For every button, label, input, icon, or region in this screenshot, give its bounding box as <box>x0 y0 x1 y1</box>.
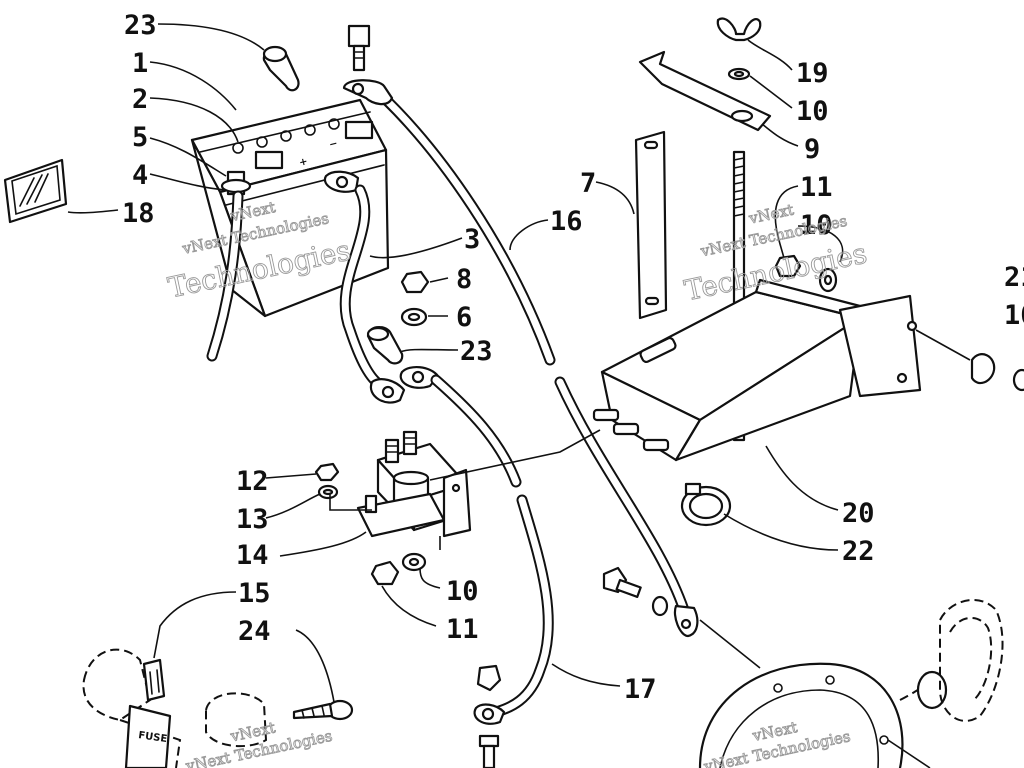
callout-10-top: 10 <box>796 96 829 127</box>
battery-decal-part <box>3 158 68 224</box>
leader-lines <box>67 23 971 768</box>
solenoid-small-nut-part <box>314 462 340 482</box>
terminal-cap-top-part <box>262 45 300 92</box>
callout-11-bottom: 11 <box>446 614 479 645</box>
solenoid-mount-washer-part <box>401 552 427 572</box>
top-washer-part <box>727 67 751 81</box>
starter-bolt-part <box>476 664 502 768</box>
callout-20: 20 <box>842 498 875 529</box>
callout-2: 2 <box>132 84 148 115</box>
battery-tray-part <box>592 278 922 462</box>
callout-17: 17 <box>624 674 657 705</box>
wing-nut-part <box>716 17 762 42</box>
starter-solenoid-part <box>356 430 472 538</box>
callout-21: 21 <box>1004 262 1024 293</box>
fuse-holder-reference: FUSE <box>82 648 268 768</box>
starter-motor-reference <box>698 599 1004 768</box>
hose-clamp-part <box>680 482 732 527</box>
ground-bolt-part <box>602 566 669 617</box>
callout-12: 12 <box>236 466 269 497</box>
callout-18: 18 <box>122 198 155 229</box>
fuse-label: FUSE <box>138 730 168 745</box>
solenoid-nut-part <box>400 270 430 294</box>
callout-10-right: 10 <box>1004 300 1024 331</box>
callout-10-bottom: 10 <box>446 576 479 607</box>
fuse-screw-part <box>292 699 354 721</box>
svg-text:+: + <box>298 156 309 169</box>
callout-15: 15 <box>238 578 271 609</box>
callout-labels: 23 1 2 5 4 18 3 8 6 23 16 7 19 10 9 11 1… <box>122 10 1024 705</box>
solenoid-washer-part <box>400 307 428 327</box>
callout-6: 6 <box>456 302 472 333</box>
terminal-cap-solenoid-part <box>366 326 404 365</box>
callout-23-mid: 23 <box>460 336 493 367</box>
callout-1: 1 <box>132 48 148 79</box>
callout-22: 22 <box>842 536 875 567</box>
callout-4: 4 <box>132 160 148 191</box>
solenoid-mount-nut-part <box>370 560 400 586</box>
callout-3: 3 <box>464 224 480 255</box>
callout-11-top: 11 <box>800 172 833 203</box>
tray-side-washer-part <box>818 267 838 293</box>
negative-cable-part <box>342 79 699 638</box>
callout-14: 14 <box>236 540 269 571</box>
terminal-bolt-part <box>347 24 371 72</box>
callout-23-top: 23 <box>124 10 157 41</box>
positive-cable-part <box>323 170 406 404</box>
tray-side-nut-part <box>774 254 802 278</box>
callout-10-side: 10 <box>800 210 833 241</box>
starter-cable-part <box>399 366 554 725</box>
callout-13: 13 <box>236 504 269 535</box>
callout-5: 5 <box>132 122 148 153</box>
callout-7: 7 <box>580 168 596 199</box>
vent-hose-part <box>206 190 244 362</box>
callout-16: 16 <box>550 206 583 237</box>
tray-mount-fastener-part <box>970 353 1024 392</box>
callout-24: 24 <box>238 616 271 647</box>
vent-fitting-part <box>220 170 252 196</box>
threaded-rod-part <box>732 150 746 442</box>
battery-strap-part <box>634 130 668 320</box>
svg-text:−: − <box>328 138 339 151</box>
callout-19: 19 <box>796 58 829 89</box>
callout-9: 9 <box>804 134 820 165</box>
callout-8: 8 <box>456 264 472 295</box>
watermark-top-right: vNext vNext Technologies Technologies <box>681 200 870 308</box>
hold-down-bracket-part <box>638 50 772 132</box>
solenoid-small-washer-part <box>317 484 339 500</box>
